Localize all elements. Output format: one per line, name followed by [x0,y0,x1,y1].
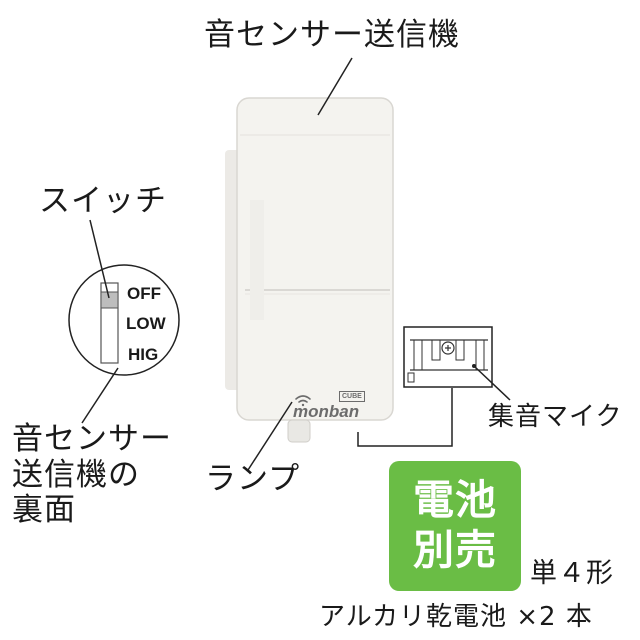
brand-logo: monban [293,402,360,421]
back-label-line2: 送信機の [12,457,140,493]
switch-knob [100,291,119,309]
battery-badge: 電池 別売 [389,461,521,591]
lamp-label: ランプ [205,461,301,497]
switch-label: スイッチ [39,183,167,219]
back-label-line1: 音センサー [12,421,172,457]
device-label: 音センサー送信機 [204,17,460,53]
mic-inset [403,326,493,388]
battery-type: アルカリ乾電池 ×2 本 [319,602,593,632]
battery-badge-line2: 別売 [413,526,497,574]
switch-position-hig: HIG [128,345,159,364]
logo-sub: CUBE [339,391,365,402]
wifi-lamp-icon [295,395,311,407]
switch-position-off: OFF [127,284,161,303]
switch-position-low: LOW [126,314,166,333]
mic-label: 集音マイク [488,402,623,432]
switch-inset [68,264,180,376]
battery-badge-line1: 電池 [413,476,497,524]
device-body [225,97,394,443]
battery-size: 単４形 [530,558,614,589]
back-label-line3: 裏面 [12,492,76,528]
